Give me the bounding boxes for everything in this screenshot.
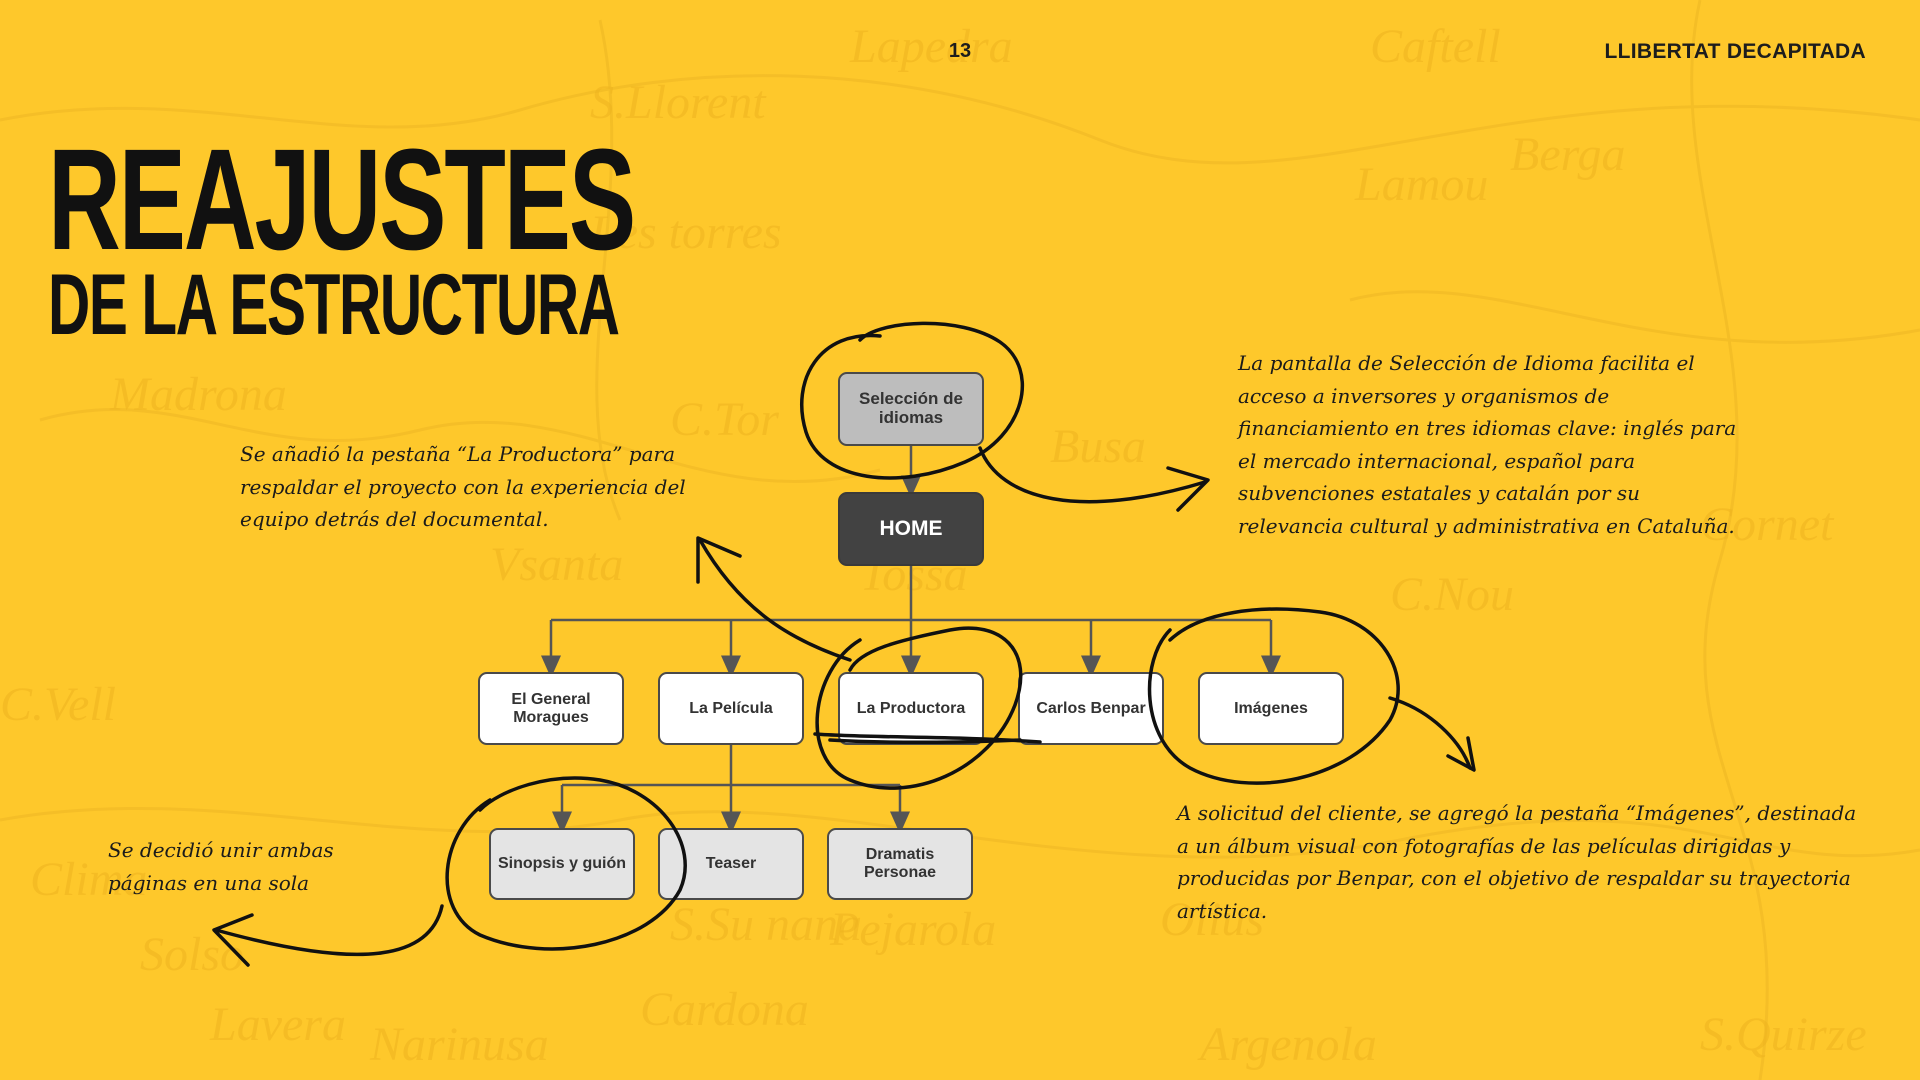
map-label: Lamou: [1354, 158, 1488, 211]
map-label: Les torres: [589, 206, 782, 259]
map-label: Vsanta: [490, 538, 623, 591]
node-home: HOME: [838, 492, 984, 566]
page-title: REAJUSTES: [48, 119, 636, 280]
note-seleccion-idioma: La pantalla de Selección de Idioma facil…: [1238, 351, 1737, 538]
map-label: Narinusa: [369, 1018, 549, 1071]
map-label: Cardona: [640, 983, 809, 1036]
brand-title: LLIBERTAT DECAPITADA: [1604, 40, 1866, 63]
note-sinopsis: Se decidió unir ambas páginas en una sol…: [108, 838, 334, 895]
node-dramatis-personae: Dramatis Personae: [827, 828, 973, 900]
node-carlos-benpar: Carlos Benpar: [1018, 672, 1164, 745]
map-label: Pejarola: [829, 903, 996, 956]
node-la-productora: La Productora: [838, 672, 984, 745]
map-label: Clima: [30, 853, 147, 906]
map-label: Madrona: [109, 368, 287, 421]
map-label: Olius: [1160, 893, 1264, 946]
node-seleccion-idiomas: Selección de idiomas: [838, 372, 984, 446]
map-label: S.Quirze: [1700, 1008, 1867, 1061]
node-la-pelicula: La Película: [658, 672, 804, 745]
map-label: S.Llorent: [590, 76, 767, 129]
map-label: Lapedra: [849, 20, 1013, 73]
map-label: C.Nou: [1390, 568, 1514, 621]
map-label: Cornet: [1700, 498, 1835, 551]
map-label: C.Vell: [0, 678, 116, 731]
page-subtitle: DE LA ESTRUCTURA: [48, 257, 620, 353]
map-label: Lavera: [209, 998, 346, 1051]
node-teaser: Teaser: [658, 828, 804, 900]
map-label: Berga: [1510, 128, 1626, 181]
note-productora: Se añadió la pestaña “La Productora” par…: [240, 442, 686, 531]
map-label: Argenola: [1197, 1018, 1377, 1071]
node-el-general-moragues: El General Moragues: [478, 672, 624, 745]
map-label: C.Tor: [670, 393, 779, 446]
node-sinopsis-guion: Sinopsis y guión: [489, 828, 635, 900]
note-imagenes: A solicitud del cliente, se agregó la pe…: [1177, 801, 1857, 923]
node-imagenes: Imágenes: [1198, 672, 1344, 745]
page-number: 13: [948, 40, 972, 62]
map-label: Caftell: [1370, 20, 1501, 73]
map-label: S.Su nana: [670, 898, 862, 951]
